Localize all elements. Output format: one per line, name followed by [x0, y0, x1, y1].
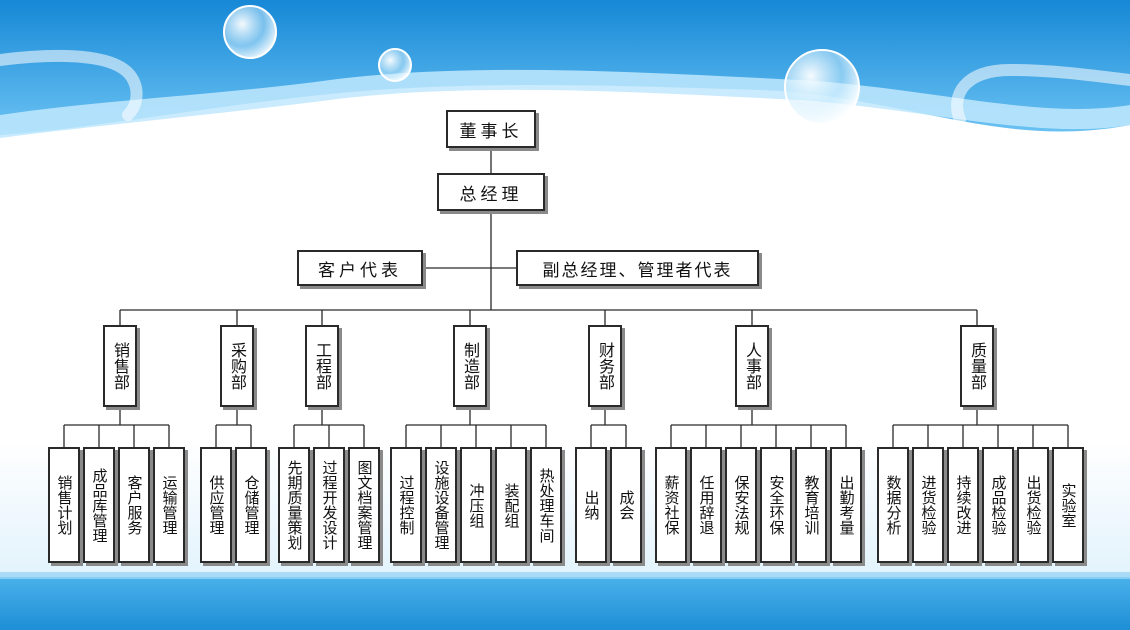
department-box: 质量部 — [960, 325, 994, 407]
unit-box: 过程控制 — [390, 447, 422, 563]
unit-box: 安全环保 — [760, 447, 792, 563]
unit-box: 成品库管理 — [83, 447, 115, 563]
unit-box: 热处理车间 — [530, 447, 562, 563]
unit-box: 装配组 — [495, 447, 527, 563]
unit-box: 任用辞退 — [690, 447, 722, 563]
unit-box: 出纳 — [575, 447, 607, 563]
unit-box: 销售计划 — [48, 447, 80, 563]
unit-box: 图文档案管理 — [348, 447, 380, 563]
chairman-box: 董事长 — [446, 110, 536, 148]
unit-box: 实验室 — [1052, 447, 1084, 563]
unit-box: 出勤考量 — [830, 447, 862, 563]
department-box: 制造部 — [453, 325, 487, 407]
department-box: 人事部 — [735, 325, 769, 407]
vice-gm-box: 副总经理、管理者代表 — [516, 250, 759, 286]
unit-box: 仓储管理 — [235, 447, 267, 563]
unit-box: 出货检验 — [1017, 447, 1049, 563]
unit-box: 过程开发设计 — [313, 447, 345, 563]
general-manager-box: 总经理 — [437, 173, 545, 211]
unit-box: 教育培训 — [795, 447, 827, 563]
unit-box: 薪资社保 — [655, 447, 687, 563]
unit-box: 进货检验 — [912, 447, 944, 563]
customer-rep-box: 客户代表 — [297, 250, 423, 286]
unit-box: 客户服务 — [118, 447, 150, 563]
unit-box: 成品检验 — [982, 447, 1014, 563]
department-box: 财务部 — [588, 325, 622, 407]
unit-box: 先期质量策划 — [278, 447, 310, 563]
bubble — [223, 5, 277, 59]
unit-box: 数据分析 — [877, 447, 909, 563]
unit-box: 成会 — [610, 447, 642, 563]
unit-box: 设施设备管理 — [425, 447, 457, 563]
unit-box: 冲压组 — [460, 447, 492, 563]
unit-box: 持续改进 — [947, 447, 979, 563]
department-box: 工程部 — [305, 325, 339, 407]
department-box: 销售部 — [103, 325, 137, 407]
unit-box: 供应管理 — [200, 447, 232, 563]
unit-box: 运输管理 — [153, 447, 185, 563]
unit-box: 保安法规 — [725, 447, 757, 563]
bubble — [784, 49, 860, 125]
bubble — [378, 48, 412, 82]
department-box: 采购部 — [220, 325, 254, 407]
